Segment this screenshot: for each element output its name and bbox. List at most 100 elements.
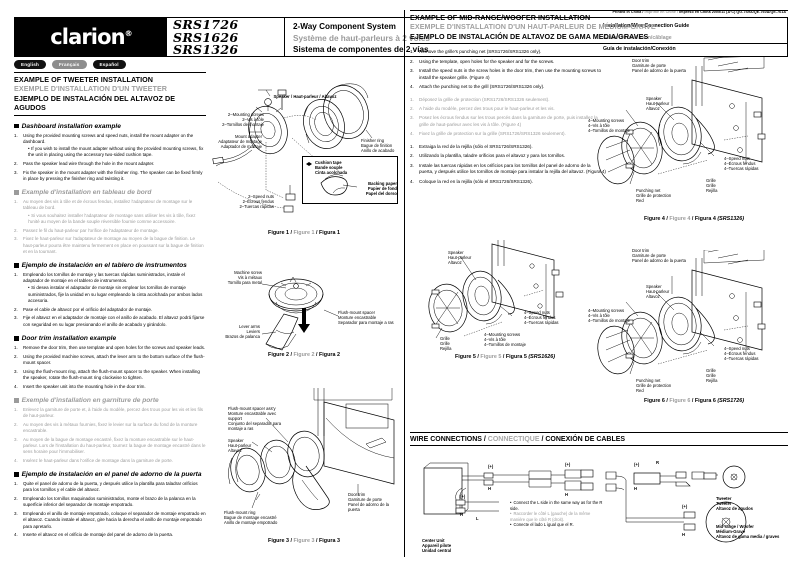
wire-connections-section: WIRE CONNECTIONS / CONNECTIQUE / CONEXIÓ… [410, 432, 788, 564]
list-item: 1.Au moyen des vis à tôle et de écrous f… [14, 199, 206, 225]
figure-1: Speaker / Haut-parleur / Altavoz 2–Mount… [206, 72, 402, 252]
tweeter-instructions-column: EXAMPLE OF TWEETER INSTALLATION EXEMPLE … [14, 72, 206, 541]
wire-minus-r-upper: H [488, 486, 492, 491]
list-item: 1.Empleando los tornillos de montaje y l… [14, 272, 206, 304]
bullet-square-icon [14, 123, 19, 129]
midrange-steps-en: 1.Remove the grille's punching net (SRS1… [410, 49, 606, 90]
figure-5-speed-nuts-label: 4–Speed nuts 4–Écrous fendus 4–Tuercas r… [524, 310, 559, 325]
wire-plus-l: (+) [460, 494, 466, 499]
figure-2-machine-screw-label: Machine screw Vis à métaux Tornillo para… [227, 270, 262, 285]
wire-plus-woofer: (+) [682, 504, 688, 509]
door-heading-fr: Exemple d'installation en garniture de p… [14, 397, 206, 404]
figure-4-punching-net-label: Punching net Grille de protection Red [636, 188, 672, 203]
list-item: 4.Insérez le haut-parleur dans l'orifice… [14, 458, 173, 464]
model-number-3: SRS1326 [173, 42, 239, 58]
wire-label-l: L [476, 516, 479, 521]
tweeter-output-label: Tweeter Tweeter Altavoz de agudos [716, 496, 753, 511]
figure-3-door-trim-label: Door trim Garniture de porte Panel de ad… [348, 492, 389, 512]
list-item: 2.Empleando los tornillos maquinados sum… [14, 496, 196, 508]
figure-3-drawing [228, 388, 395, 510]
cushion-tape-drawing [306, 162, 358, 196]
list-item: 4.Inserte el altavoz en el orificio de m… [14, 532, 174, 538]
wire-plus-crossover: (+) [634, 462, 640, 467]
figure-5-drawing [428, 240, 564, 339]
figure-6-mounting-screws-label: 4–Mounting screws 4–Vis à tôle 4–Tornill… [588, 308, 630, 323]
midrange-column: EXAMPLE OF MID-RANGE/WOOFER INSTALLATION… [410, 10, 788, 188]
list-item: 1.Remove the door trim, then use templat… [14, 344, 206, 350]
figure-3-spacer-assy-label: Flush-mount spacer ass'y Monture encastr… [228, 406, 282, 431]
midrange-title-es: EJEMPLO DE INSTALACIÓN DE ALTAVOZ DE GAM… [410, 31, 649, 41]
wiring-note: Connect the L side in the same way as fo… [510, 500, 606, 528]
cushion-tape-callout: Cushion tape Bande souple Cinta acolchad… [302, 156, 398, 204]
figure-1-backing-paper-label: Backing paper Papier de fond Papel del d… [365, 181, 397, 196]
bullet-square-icon [14, 398, 19, 403]
list-item: 2.Au moyen des vis à métaux fournies, fi… [14, 421, 198, 434]
tweeter-title-fr: EXEMPLE D'INSTALLATION D'UN TWEETER [14, 84, 168, 94]
dashboard-heading-fr: Example d'installation en tableau de bor… [14, 189, 206, 196]
door-heading-es: Ejemplo de instalación en el panel de ad… [14, 471, 206, 478]
clarion-logo: clarion® [15, 18, 167, 56]
dashboard-note-en: If you wish to install the mount adapter… [23, 146, 206, 158]
figure-6: Door trim Garniture de porte Panel de ad… [588, 248, 792, 425]
midrange-section-heading: EXAMPLE OF MID-RANGE/WOOFER INSTALLATION… [410, 10, 788, 45]
figure-4-door-trim-label: Door trim Garniture de porte Panel de ad… [632, 58, 687, 73]
guide-type-es: Guía de instalación/Conexión [603, 46, 676, 53]
bullet-square-icon [14, 263, 19, 268]
midrange-title-en: EXAMPLE OF MID-RANGE/WOOFER INSTALLATION [410, 13, 591, 22]
figure-3-flush-ring-label: Flush-mount ring Bague de montage encast… [224, 510, 278, 525]
figure-1-drawing [212, 83, 373, 213]
door-steps-es: 1.Quite el panel de adorno de la puerta,… [14, 481, 206, 538]
lang-tab-espanol: Español [92, 60, 126, 70]
figure-6-speed-nuts-label: 4–Speed nuts 4–Écrous fendus 4–Tuercas r… [724, 346, 759, 361]
wiring-note-fr: Raccorder le côté L (gauche) de la même … [510, 511, 606, 522]
print-info-line: Printed in China / Imprimé en Chine / Im… [612, 10, 786, 14]
midrange-title-fr: EXEMPLE D'INSTALLATION D'UN HAUT-PARLEUR… [410, 22, 656, 32]
door-heading-en: Door trim installation example [14, 335, 206, 342]
language-tabs: English Français Español [14, 60, 126, 70]
figure-2: Machine screw Vis à métaux Tornillo para… [206, 266, 402, 376]
bullet-square-icon [14, 336, 19, 341]
list-item: 2.A l'aide du modèle, percez des trous p… [410, 105, 555, 111]
list-item: 4.Insert the speaker unit into the mount… [14, 383, 146, 389]
document-header: Printed in China / Imprimé en Chine / Im… [14, 10, 788, 68]
model-numbers: SRS1726 SRS1626 SRS1326 [167, 18, 285, 56]
guide-type-fr: Guide d'installation/câblage [603, 34, 672, 41]
lang-tab-francais: Français [52, 60, 87, 70]
figure-4: Door trim Garniture de porte Panel de ad… [588, 56, 792, 246]
bullet-square-icon [14, 190, 19, 196]
list-item: 4.Attach the punching net to the grill (… [410, 83, 545, 89]
list-item: 1.Using the provided mounting screws and… [14, 133, 206, 159]
tweeter-section-heading: EXAMPLE OF TWEETER INSTALLATION EXEMPLE … [14, 72, 206, 116]
product-title-fr: Système de haut-parleurs à 2 voies [293, 33, 430, 43]
dashboard-steps-fr: 1.Au moyen des vis à tôle et de écrous f… [14, 199, 206, 255]
list-item: 2.Using the provided machine screws, att… [14, 353, 205, 365]
midrange-steps-fr: 1.Déposez la grille de protection (SRS17… [410, 97, 606, 138]
guide-type: Installation/Wire Connection Guide Guide… [599, 18, 787, 56]
list-item: 4.Fixez la grille de protection sur la g… [410, 131, 566, 137]
figure-1-finisher-ring-label: Finisher ring Bague de finition Anillo d… [361, 138, 395, 153]
figure-5-grille-label: Grille Grille Rejilla [440, 336, 452, 351]
figure-5-speaker-label: Speaker Haut-parleur Altavoz [448, 250, 472, 265]
model-number-2: SRS1626 [173, 29, 239, 45]
list-item: 3.Fije el altavoz en el adaptador de mon… [14, 315, 205, 327]
model-number-1: SRS1726 [173, 17, 239, 33]
figure-6-door-trim-label: Door trim Garniture de porte Panel de ad… [632, 248, 687, 263]
figure-6-punching-net-label: Punching net Grille de protection Red [636, 378, 672, 393]
figure-5-mounting-screws-label: 4–Mounting screws 4–Vis à tôle 4–Tornill… [484, 332, 526, 347]
column-divider [404, 10, 405, 557]
wire-plus-connector: (+) [565, 462, 571, 467]
wire-title-en: WIRE CONNECTIONS [410, 436, 482, 443]
dashboard-steps-es: 1.Empleando los tornillos de montaje y l… [14, 272, 206, 328]
bullet-square-icon [14, 472, 19, 478]
figure-1-mounting-screws-label: 2–Mounting screws 2–Vis à tôle 2–Tornill… [222, 112, 264, 127]
tweeter-figures-column: Speaker / Haut-parleur / Altavoz 2–Mount… [206, 72, 402, 567]
list-item: 1.Enlevez la garniture de porte et, à l'… [14, 406, 203, 419]
wire-connections-heading: WIRE CONNECTIONS / CONNECTIQUE / CONEXIÓ… [410, 432, 788, 446]
product-title: 2-Way Component System Système de haut-p… [285, 18, 599, 56]
wire-minus-connector: H [565, 492, 569, 497]
midrange-steps-es: 1.Extraiga la red de la rejilla (sólo el… [410, 144, 606, 185]
figure-2-flush-spacer-label: Flush-mount spacer Monture encastrable S… [338, 310, 394, 325]
wire-minus-l: H [460, 512, 464, 517]
figure-5-caption: Figure 5 / Figure 5 / Figura 5 (SRS1626) [454, 354, 556, 360]
figure-6-speaker-label: Speaker Haut-parleur Altavoz [646, 284, 670, 299]
